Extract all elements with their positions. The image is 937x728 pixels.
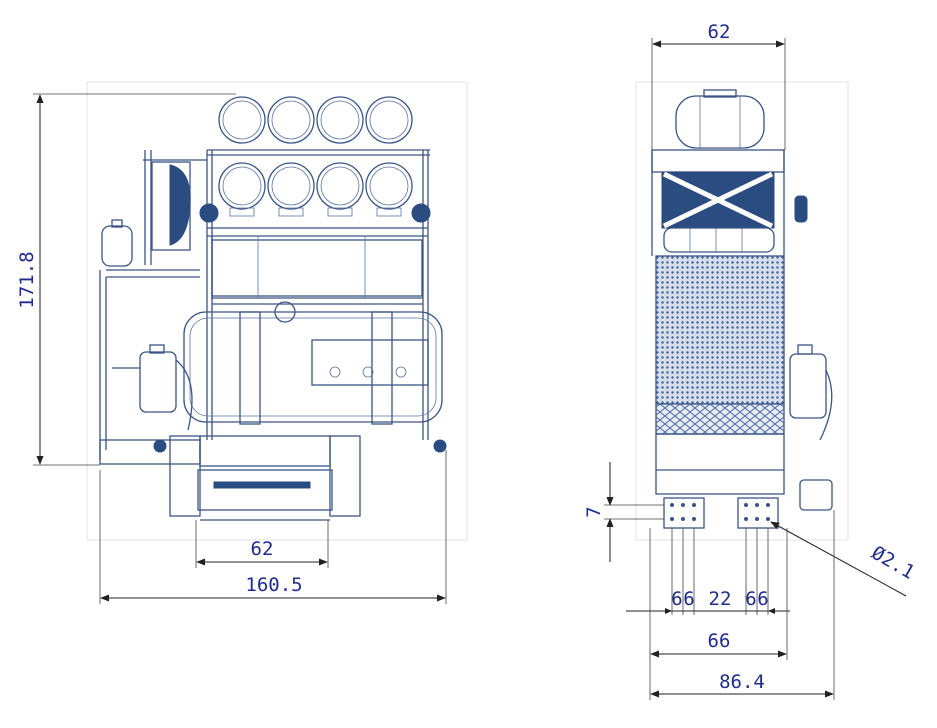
left-lamp [199, 203, 219, 223]
side-view: 62 7 Ø2.1 6 [583, 21, 918, 700]
side-bottle [789, 344, 833, 441]
hole-diameter-callout: Ø2.1 [770, 521, 919, 597]
upper-frame [651, 149, 785, 256]
bracket-height-label: 7 [583, 506, 605, 517]
front-height-label: 171.8 [16, 251, 38, 308]
right-lamp [411, 203, 431, 223]
side-lower-body [655, 433, 833, 511]
coolant-bottle [112, 344, 193, 431]
overall-depth-label: 86.4 [719, 671, 765, 693]
left-small-tank [99, 219, 200, 460]
bracket-height-dimension: 7 [583, 462, 664, 562]
bracket-span-dimension: 66 [649, 528, 788, 700]
hole-spacing-1-label: 6 [671, 588, 682, 610]
frame-tubes [143, 149, 430, 440]
diamond-plate [655, 403, 785, 435]
mounting-brackets [663, 497, 779, 529]
front-base [99, 435, 447, 521]
control-box [151, 161, 191, 251]
front-view: 171.8 62 160.5 [16, 81, 468, 604]
side-view-frame [635, 81, 849, 541]
mesh-panel [655, 255, 785, 405]
bracket-span-label: 66 [708, 630, 731, 652]
main-tank [183, 301, 443, 425]
hole-spacing-4-label: 6 [757, 588, 768, 610]
hole-spacing-2-label: 6 [683, 588, 694, 610]
top-cylinder [675, 89, 765, 149]
front-overall-width-dimension: 160.5 [99, 450, 447, 604]
side-top-width-label: 62 [708, 21, 731, 43]
center-gap-label: 22 [709, 588, 732, 610]
front-view-frame [86, 81, 468, 541]
side-top-width-dimension: 62 [651, 21, 786, 150]
side-lamp [794, 195, 808, 223]
hole-spacing-chain: 6 6 22 6 6 [626, 528, 790, 615]
front-inner-width-dimension: 62 [195, 520, 329, 568]
hole-spacing-3-label: 6 [745, 588, 756, 610]
hole-diameter-label: Ø2.1 [868, 542, 919, 584]
overall-depth-dimension: 86.4 [650, 510, 835, 700]
hose-bundle [663, 227, 775, 253]
lower-cylinder-row [218, 162, 413, 217]
front-inner-width-label: 62 [251, 538, 274, 560]
front-overall-width-label: 160.5 [245, 574, 302, 596]
front-height-dimension: 171.8 [16, 93, 236, 466]
upper-cylinder-row [218, 96, 413, 144]
